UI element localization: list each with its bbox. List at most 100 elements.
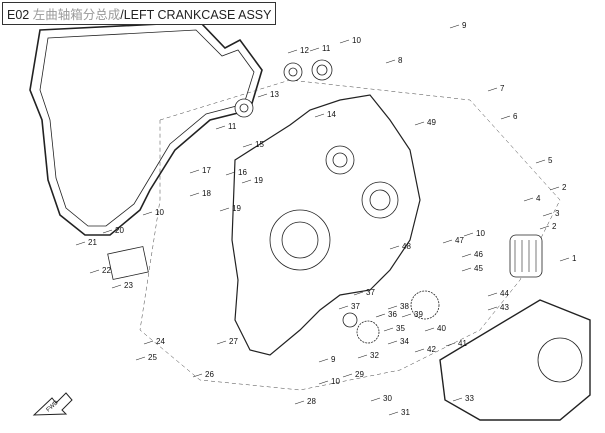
gear-37 [342,312,358,328]
part-callout: 46 [474,250,483,259]
part-callout: 10 [352,36,361,45]
leader-line [318,358,329,363]
part-callout: 32 [370,351,379,360]
part-callout: 41 [458,339,467,348]
leader-line [461,253,472,258]
right-cover-gasket [439,299,591,421]
leader-line [523,197,534,202]
part-callout: 45 [474,264,483,273]
part-callout: 9 [331,355,336,364]
part-callout: 26 [205,370,214,379]
part-callout: 23 [124,281,133,290]
leader-line [89,269,100,274]
part-callout: 6 [513,112,518,121]
part-callout: 11 [228,122,237,131]
leader-line [314,113,325,118]
part-callout: 47 [455,236,464,245]
part-callout: 42 [427,345,436,354]
leader-line [215,125,226,130]
part-callout: 39 [414,310,423,319]
leader-line [375,313,386,318]
leader-line [445,342,456,347]
part-callout: 35 [396,324,405,333]
part-callout: 37 [351,302,360,311]
left-cover-gasket [29,21,263,236]
part-callout: 31 [401,408,410,417]
part-callout: 22 [102,266,111,275]
part-callout: 1 [572,254,577,263]
leader-line [452,397,463,402]
part-callout: 17 [202,166,211,175]
part-callout: 29 [355,370,364,379]
part-callout: 49 [427,118,436,127]
part-callout: 10 [155,208,164,217]
leader-line [401,313,412,318]
gear-39 [410,290,440,320]
page-title: E02 左曲轴箱分总成/LEFT CRANKCASE ASSY [2,2,277,25]
part-callout: 12 [300,46,309,55]
leader-line [389,245,400,250]
part-callout: 21 [88,238,97,247]
leader-line [442,239,453,244]
part-callout: 36 [388,310,397,319]
leader-line [500,115,511,120]
part-callout: 14 [327,110,336,119]
part-callout: 2 [562,183,567,192]
part-callout: 48 [402,242,411,251]
leader-line [189,192,200,197]
leader-line [387,305,398,310]
leader-line [487,292,498,297]
leader-line [414,348,425,353]
part-callout: 34 [400,337,409,346]
part-callout: 19 [254,176,263,185]
part-callout: 18 [202,189,211,198]
leader-line [387,340,398,345]
part-callout: 11 [322,44,331,53]
leader-line [257,93,268,98]
leader-line [225,171,236,176]
leader-line [241,179,252,184]
part-callout: 30 [383,394,392,403]
part-callout: 2 [552,222,557,231]
oil-filter [509,234,543,278]
diagram-code: E02 [7,8,30,22]
leader-line [216,340,227,345]
leader-line [339,39,350,44]
title-chinese: 左曲轴箱分总成 [32,8,121,22]
part-callout: 5 [548,156,553,165]
leader-line [357,354,368,359]
gear-36 [356,320,380,344]
leader-line [338,305,349,310]
part-callout: 10 [331,377,340,386]
part-callout: 16 [238,168,247,177]
title-english: /LEFT CRANKCASE ASSY [120,8,272,22]
leader-line [294,400,305,405]
oil-strainer [107,246,149,280]
leader-line [353,291,364,296]
part-callout: 37 [366,288,375,297]
leader-line [559,257,570,262]
part-callout: 3 [555,209,560,218]
leader-line [424,327,435,332]
part-callout: 38 [400,302,409,311]
part-callout: 27 [229,337,238,346]
leader-line [549,186,560,191]
leader-line [192,373,203,378]
part-callout: 8 [398,56,403,65]
front-arrow-icon: FWD [32,392,73,416]
leader-line [461,267,472,272]
leader-line [388,411,399,416]
part-callout: 13 [270,90,279,99]
leader-line [342,373,353,378]
leader-line [219,207,230,212]
part-callout: 24 [156,337,165,346]
leader-line [414,121,425,126]
part-callout: 15 [255,140,264,149]
leader-line [463,232,474,237]
leader-line [318,380,329,385]
leader-line [111,284,122,289]
part-callout: 33 [465,394,474,403]
part-callout: 43 [500,303,509,312]
